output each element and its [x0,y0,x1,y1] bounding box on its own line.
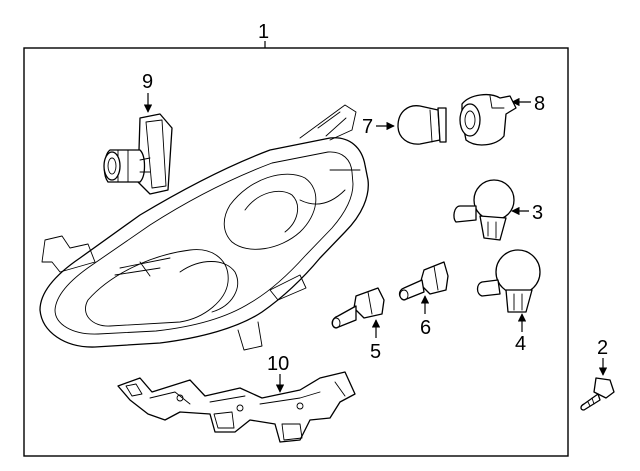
bulb-icon[interactable] [476,249,541,313]
callout-1-label: 1 [258,21,269,43]
bulb-icon[interactable] [331,287,385,329]
callout-4-label: 4 [515,333,526,355]
bulb-icon[interactable] [398,261,449,301]
callout-8[interactable]: 8 [511,93,545,115]
assembly-frame [23,47,569,457]
bulb-icon[interactable] [397,105,447,145]
callout-3-label: 3 [532,202,543,224]
callout-2-label: 2 [597,337,608,359]
callout-7[interactable]: 7 [362,116,395,138]
callout-3[interactable]: 3 [511,202,543,224]
callout-7-label: 7 [362,116,373,138]
callout-5-label: 5 [370,341,381,363]
callout-6-label: 6 [420,317,431,339]
socket-icon[interactable] [459,93,517,146]
callout-5[interactable]: 5 [370,319,381,363]
callout-10[interactable]: 10 [267,353,289,393]
callout-8-label: 8 [534,93,545,115]
callout-9-label: 9 [142,71,153,93]
callout-10-label: 10 [267,353,289,375]
bolt-icon[interactable] [580,377,615,411]
callout-1[interactable]: 1 [258,21,269,48]
callout-6[interactable]: 6 [420,295,431,339]
callout-2[interactable]: 2 [597,337,608,376]
headlamp-assembly-icon[interactable] [39,104,369,351]
bulb-icon[interactable] [453,179,515,241]
bracket-icon[interactable] [117,371,356,443]
socket-icon[interactable] [103,113,173,195]
callout-4[interactable]: 4 [515,313,527,355]
callout-9[interactable]: 9 [142,71,153,113]
